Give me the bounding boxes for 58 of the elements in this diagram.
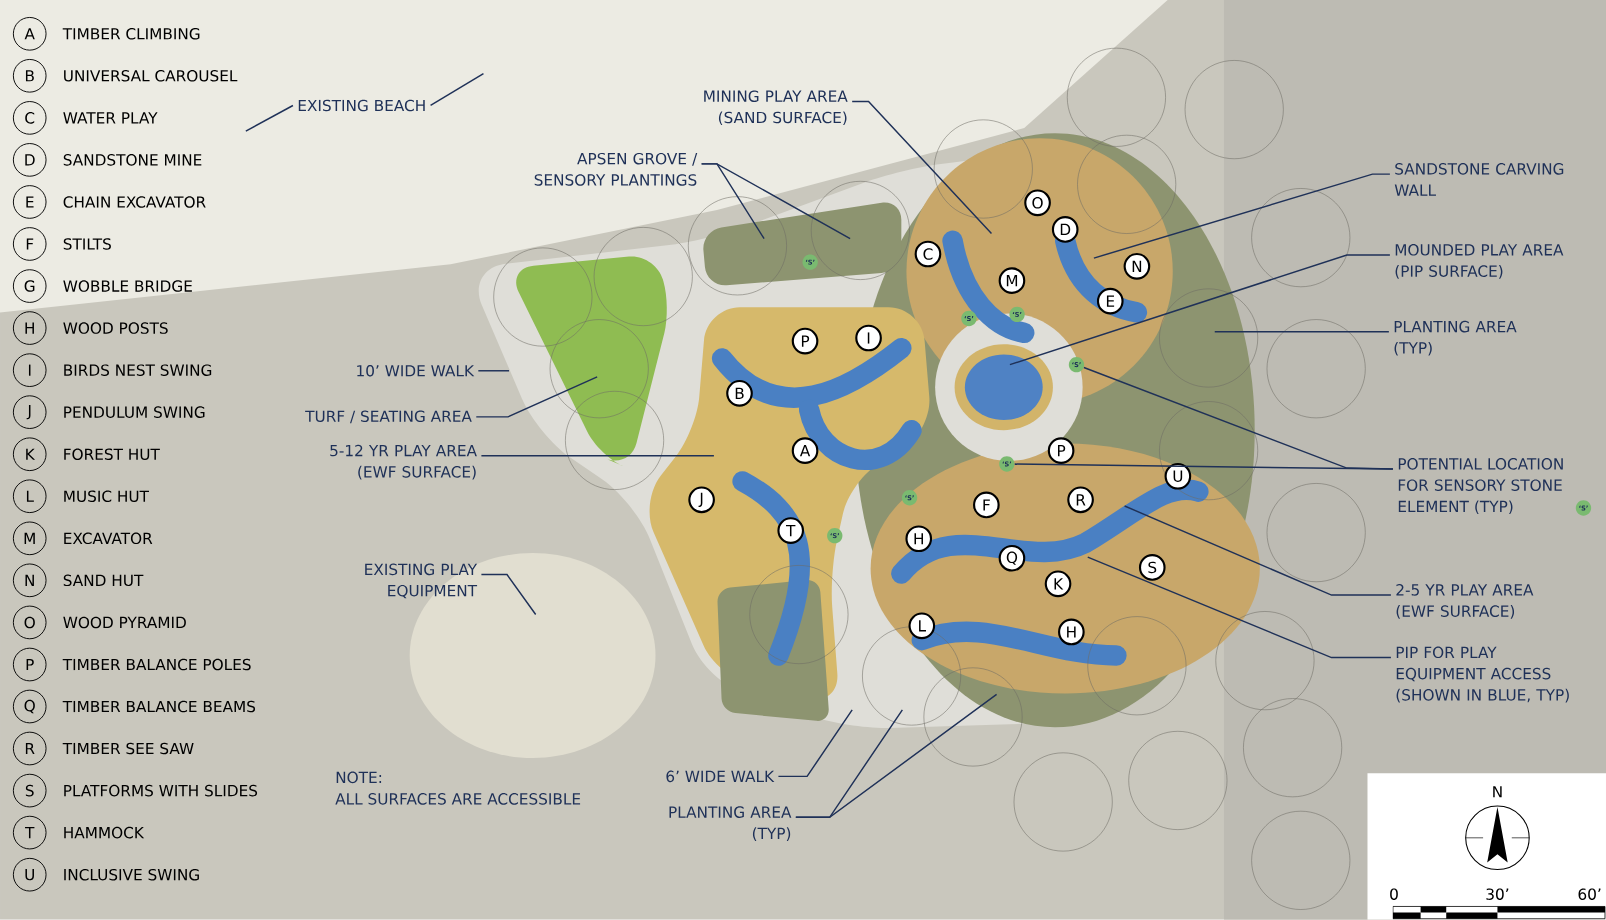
item-label: SANDSTONE MINE — [63, 154, 202, 166]
callout-label: 10’ WIDE WALK — [357, 365, 475, 377]
leader-line — [795, 693, 998, 819]
leader-line — [245, 104, 294, 132]
item-label: FOREST HUT — [64, 448, 160, 461]
compass-letter: N — [1493, 786, 1502, 798]
item-label: WOOD PYRAMID — [63, 616, 186, 629]
leader-line — [477, 370, 510, 372]
leader-line — [1087, 556, 1392, 659]
item-label: MUSIC HUT — [64, 490, 149, 503]
item-label: INCLUSIVE SWING — [64, 869, 199, 881]
callout-label: TURF / SEATING AREA — [305, 410, 472, 424]
leader-line — [475, 376, 598, 418]
item-label: PLATFORMS WITH SLIDES — [64, 784, 258, 797]
callout-label: POTENTIAL LOCATION FOR SENSORY STONE ELEMENT (TYP) — [1398, 458, 1563, 515]
callout-label: APSEN GROVE / SENSORY PLANTINGS — [534, 153, 698, 186]
scale-label: 30’ — [1486, 888, 1509, 901]
callout-label: PLANTING AREA (TYP) — [1394, 321, 1517, 356]
scale-label: 60’ — [1578, 888, 1601, 901]
item-label: SAND HUT — [63, 574, 144, 587]
item-label: HAMMOCK — [64, 826, 145, 839]
item-label: UNIVERSAL CAROUSEL — [64, 70, 238, 82]
callout-label: MOUNDED PLAY AREA (PIP SURFACE) — [1395, 244, 1564, 279]
callout-label: PLANTING AREA (TYP) — [669, 806, 792, 842]
leader-line — [1093, 173, 1391, 259]
item-label: BIRDS NEST SWING — [64, 364, 212, 377]
callout-label: EXISTING BEACH — [298, 99, 425, 112]
callout-label: 5-12 YR PLAY AREA (EWF SURFACE) — [330, 444, 477, 480]
item-label: WATER PLAY — [63, 112, 158, 124]
item-label: STILTS — [63, 238, 111, 250]
callout-label: PIP FOR PLAY EQUIPMENT ACCESS (SHOWN IN BLUE, TYP) — [1396, 646, 1569, 703]
item-label: CHAIN EXCAVATOR — [63, 196, 206, 208]
callout-label: EXISTING PLAY EQUIPMENT — [365, 563, 478, 599]
leader-line — [777, 709, 853, 778]
scale-label: 0 — [1390, 888, 1398, 901]
item-label: WOBBLE BRIDGE — [63, 280, 192, 292]
item-label: EXCAVATOR — [64, 532, 153, 545]
note-text: ALL SURFACES ARE ACCESSIBLE — [335, 793, 581, 805]
leader-line — [480, 455, 715, 457]
callout-label: 6’ WIDE WALK — [666, 770, 775, 783]
item-label: TIMBER BALANCE BEAMS — [62, 700, 256, 713]
leader-line — [480, 574, 537, 616]
leader-line — [700, 163, 851, 240]
leader-line — [1014, 463, 1394, 470]
item-label: WOOD POSTS — [63, 322, 168, 334]
leader-line — [1009, 254, 1391, 366]
item-label: PENDULUM SWING — [64, 406, 205, 419]
callout-label: MINING PLAY AREA (SAND SURFACE) — [704, 90, 848, 126]
leader-line — [1123, 505, 1392, 596]
item-label: TIMBER SEE SAW — [62, 742, 194, 755]
leader-line — [851, 100, 993, 235]
leader-line — [429, 73, 485, 107]
callout-label: 2-5 YR PLAY AREA (EWF SURFACE) — [1396, 584, 1534, 619]
callout-label: SANDSTONE CARVING WALL — [1394, 163, 1564, 196]
item-label: TIMBER BALANCE POLES — [62, 658, 251, 671]
note-text: NOTE: — [336, 771, 382, 784]
item-label: TIMBER CLIMBING — [62, 28, 200, 40]
leader-line — [1214, 331, 1390, 333]
